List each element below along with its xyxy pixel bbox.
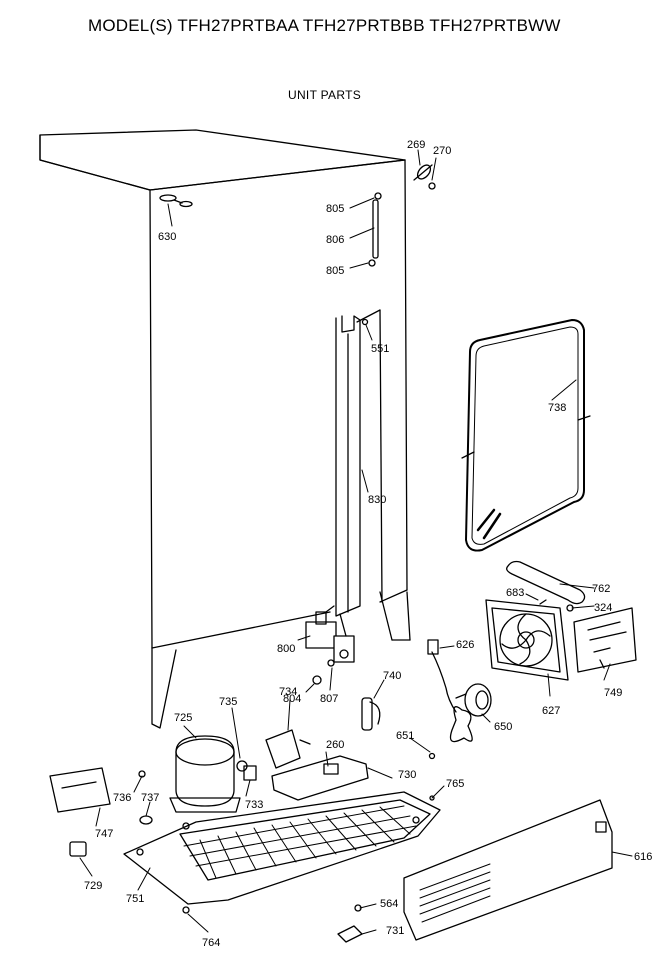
label-751: 751	[126, 893, 144, 905]
label-805-top: 805	[326, 203, 344, 215]
label-804: 804	[283, 693, 301, 705]
label-747: 747	[95, 828, 113, 840]
label-630: 630	[158, 231, 176, 243]
label-734: 734	[279, 686, 297, 698]
label-731: 731	[386, 925, 404, 937]
leader-lines	[79, 149, 633, 935]
label-725: 725	[174, 712, 192, 724]
label-736: 736	[113, 792, 131, 804]
label-650: 650	[494, 721, 512, 733]
label-324: 324	[594, 602, 612, 614]
compressor	[169, 735, 257, 813]
label-762: 762	[592, 583, 610, 595]
label-651: 651	[396, 730, 414, 742]
label-735: 735	[219, 696, 237, 708]
label-626: 626	[456, 639, 474, 651]
label-627: 627	[542, 705, 560, 717]
label-729: 729	[84, 880, 102, 892]
section-subtitle: UNIT PARTS	[288, 88, 362, 102]
label-733: 733	[245, 799, 263, 811]
door-gasket	[461, 319, 591, 552]
relay-and-drain-pan	[265, 729, 369, 801]
label-260: 260	[326, 739, 344, 751]
label-683: 683	[506, 587, 524, 599]
label-738: 738	[548, 402, 566, 414]
condenser-and-base	[123, 791, 441, 905]
label-616: 616	[634, 851, 652, 863]
label-749: 749	[604, 687, 622, 699]
label-807: 807	[320, 693, 338, 705]
label-764: 764	[202, 937, 220, 949]
page-title: MODEL(S) TFH27PRTBAA TFH27PRTBBB TFH27PR…	[88, 16, 561, 35]
label-805-bottom: 805	[326, 265, 344, 277]
label-270: 270	[433, 145, 451, 157]
label-737: 737	[141, 792, 159, 804]
label-564: 564	[380, 898, 398, 910]
evaporator-area	[361, 560, 637, 760]
defrost-parts	[361, 164, 436, 326]
label-551: 551	[371, 343, 389, 355]
label-740: 740	[383, 670, 401, 682]
rear-access-cover	[182, 795, 613, 943]
label-269: 269	[407, 139, 425, 151]
water-valve	[305, 605, 355, 685]
label-730: 730	[398, 769, 416, 781]
label-800: 800	[277, 643, 295, 655]
left-small-parts	[49, 767, 153, 857]
label-806: 806	[326, 234, 344, 246]
part-number-labels: 269 270 630 805 806 805 551 738 830 762 …	[84, 139, 652, 949]
label-765: 765	[446, 778, 464, 790]
label-830: 830	[368, 494, 386, 506]
refrigerator-cabinet	[39, 129, 411, 729]
